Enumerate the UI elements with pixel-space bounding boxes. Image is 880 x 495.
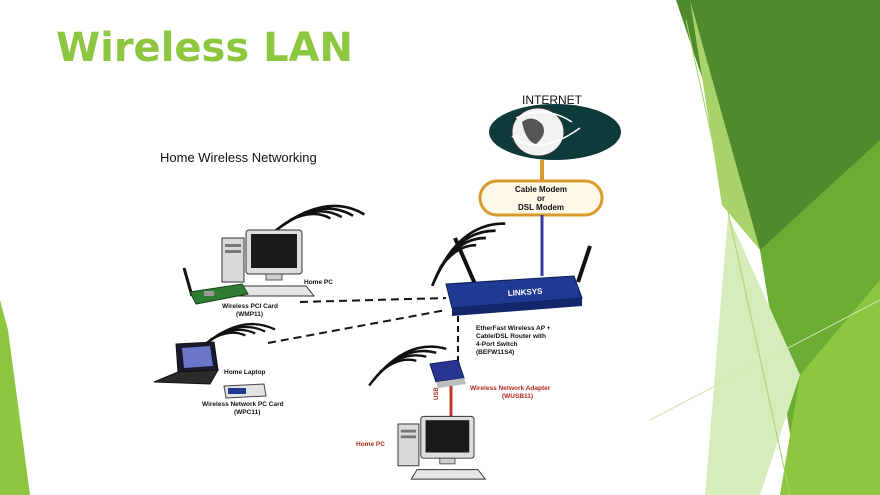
home-pc-top: Home PC [221,185,367,297]
pci-card-label-line-2: (WMP11) [236,311,263,318]
wireless-usb-adapter: Wireless Network Adapter (WUSB11) [367,340,551,400]
home-network-diagram: Home Wireless Networking INTERNET Cable … [153,93,621,480]
home-pc-bottom: Home PC [356,415,486,480]
internet-cloud: INTERNET [489,93,621,160]
modem-label-line-1: Cable Modem [515,185,567,194]
wireless-link-pc [299,297,447,303]
deco-bright-green-facet [780,280,880,495]
laptop-label: Home Laptop [224,369,266,376]
home-laptop: Home Laptop [153,309,277,385]
wireless-pci-card: Wireless PCI Card (WMP11) [182,267,278,318]
laptop-keyboard-icon [153,369,219,385]
internet-label: INTERNET [522,93,583,107]
pc-card-label-line-1: Wireless Network PC Card [202,401,284,408]
usb-adapter-label-line-2: (WUSB11) [502,393,533,400]
desktop-pc-bottom-icon [397,415,486,480]
diagram-heading: Home Wireless Networking [160,150,317,165]
home-pc-bottom-label: Home PC [356,441,385,448]
slide-title: Wireless LAN [56,25,353,71]
deco-thin-line [685,19,791,495]
deco-pale-green-facet [705,215,800,495]
usb-adapter-icon [429,359,465,383]
cable-dsl-modem: Cable Modem or DSL Modem [478,179,604,217]
router-label-line-2: Cable/DSL Router with [476,333,546,340]
router-brand: LINKSYS [508,287,544,298]
pc-card-label-line-2: (WPC11) [234,409,260,416]
usb-adapter-label-line-1: Wireless Network Adapter [470,385,551,392]
router-label-line-1: EtherFast Wireless AP + [476,325,551,332]
pci-card-antenna [182,267,194,297]
router-label-line-3: 4-Port Switch [476,341,518,348]
usb-cable-label: USB [434,387,440,400]
deco-left-green-strip [0,300,30,495]
wireless-router: LINKSYS EtherFast Wireless AP + Cable/DS… [422,221,592,356]
deco-thin-line-2 [649,299,880,421]
wireless-pc-card: Wireless Network PC Card (WPC11) [202,383,284,416]
router-signal-icon [422,221,516,288]
wireless-link-laptop [267,309,447,344]
router-antenna-right [576,245,592,283]
home-pc-top-label: Home PC [304,279,333,286]
router-label-line-4: (BEFW11S4) [476,349,514,356]
modem-label-line-2: or [537,194,545,203]
router-antenna-left [453,237,477,285]
pci-card-board-icon [189,283,249,305]
deco-light-green-facet [690,0,760,250]
modem-label-line-3: DSL Modem [518,203,564,212]
pci-card-label-line-1: Wireless PCI Card [222,303,278,310]
